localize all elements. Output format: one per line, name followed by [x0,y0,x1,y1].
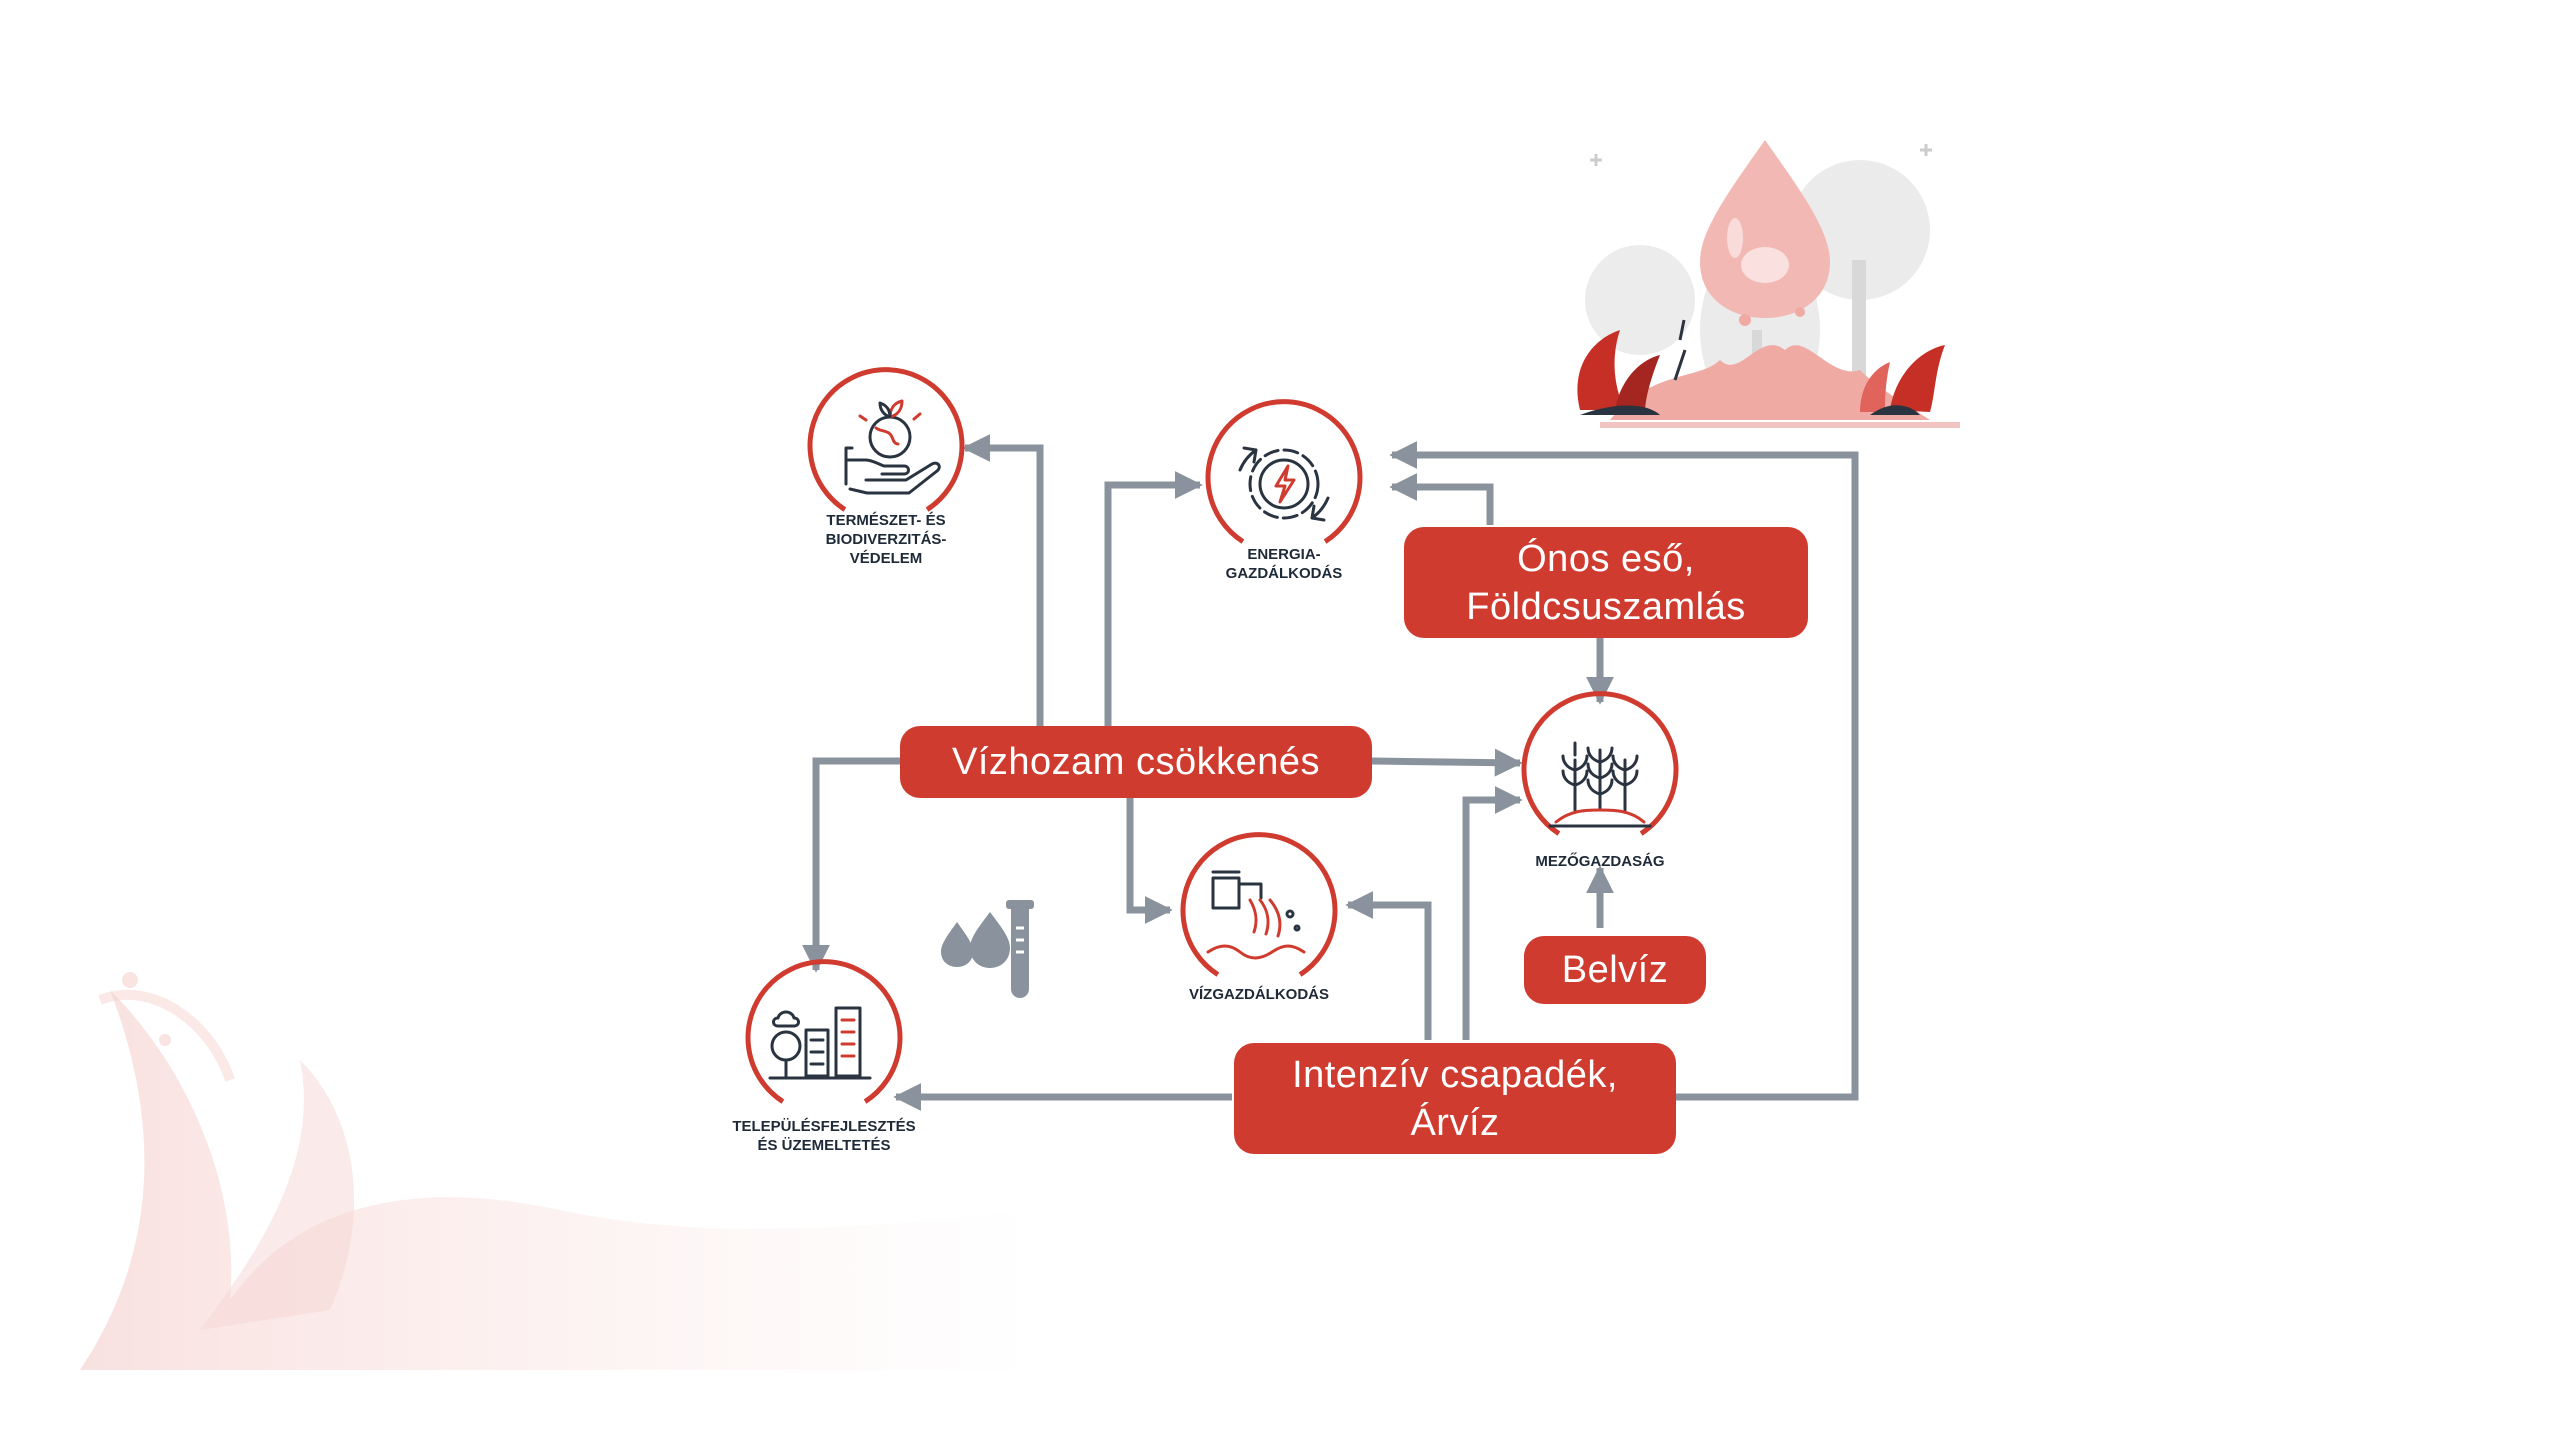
ring-vizgazdalkodas [1180,832,1338,977]
hand-earth-icon [844,399,941,495]
ring-energia [1205,399,1363,544]
arrow-intenziv-to-energia [1389,441,1859,1101]
sector-label-energia: ENERGIA- GAZDÁLKODÁS [1225,546,1343,582]
arrow-vizhozam-to-mezogazdasag [1371,748,1523,777]
hazard-intenziv-csapadek-arviz: Intenzív csapadék, Árvíz [1234,1043,1676,1154]
sector-label-termeszet: TERMÉSZET- ÉS BIODIVERZITÁS- VÉDELEM [825,512,947,567]
arrow-vizhozam-to-telepules [802,757,900,973]
arrow-vizhozam-to-energia [1104,471,1203,726]
hazard-onos-eso-foldcsuszamlas: Ónos eső, Földcsuszamlás [1404,527,1808,638]
arrow-intenziv-to-vizgazdalkodas [1345,891,1432,1040]
sector-label-vizgazdalkodas: VÍZGAZDÁLKODÁS [1189,986,1329,1003]
connection-arrows [802,434,1859,1111]
water-drops-test-tube-icon [941,900,1034,998]
city-buildings-icon [768,1006,872,1080]
arrow-vizhozam-to-termeszet [962,434,1044,726]
water-drop-illustration [1577,140,1960,428]
sector-rings [745,367,1679,1104]
hazard-belviz: Belvíz [1524,936,1706,1004]
ring-termeszet [807,367,965,512]
gear-lightning-icon [1238,446,1330,522]
sector-label-telepules: TELEPÜLÉSFEJLESZTÉS ÉS ÜZEMELTETÉS [732,1118,916,1154]
water-pipe-icon [1206,870,1306,960]
arrow-vizhozam-to-vizgazdalkodas [1126,798,1173,924]
wheat-icon [1548,741,1652,828]
ring-mezogazdasag [1521,691,1679,836]
arrow-onos-to-energia [1389,473,1494,525]
arrow-intenziv-to-mezogazdasag [1462,786,1523,1040]
hazard-vizhozam-csokkenes: Vízhozam csökkenés [900,726,1372,798]
sector-label-mezogazdasag: MEZŐGAZDASÁG [1535,853,1665,870]
ring-telepules [745,959,903,1104]
